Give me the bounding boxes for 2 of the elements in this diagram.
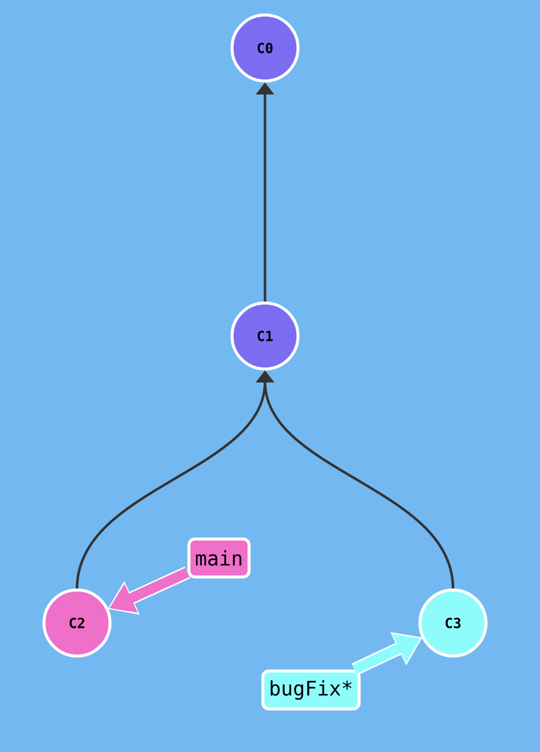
branch-label: bugFix* xyxy=(261,670,361,710)
branch-label: main xyxy=(187,538,251,578)
